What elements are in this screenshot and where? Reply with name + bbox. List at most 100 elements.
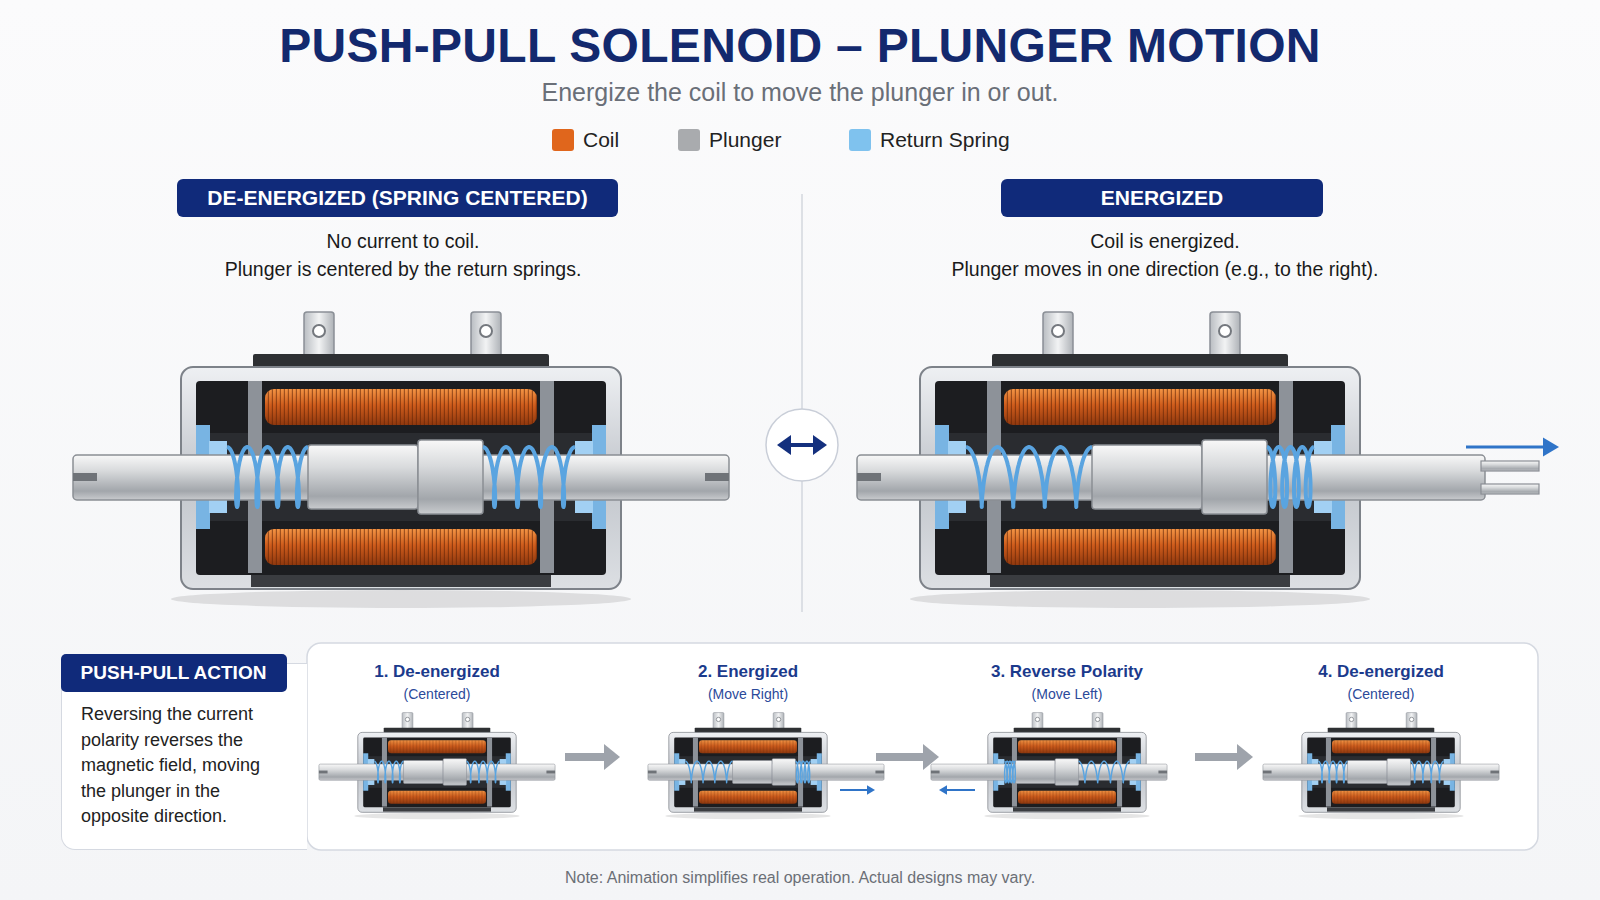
flow-arrow [1195, 744, 1253, 770]
bottom-plate [1013, 807, 1121, 811]
arrow-head [777, 435, 791, 455]
coil-winding [1004, 389, 1276, 425]
state-description: Plunger is centered by the return spring… [153, 257, 653, 281]
shaft-fork [1481, 461, 1539, 471]
top-plate [253, 354, 549, 368]
coil-texture [1332, 791, 1430, 804]
terminal-hole [716, 717, 720, 721]
step-node: 3. Reverse Polarity(Move Left) [939, 660, 1195, 830]
plunger-core [418, 440, 483, 514]
bottom-plate [990, 575, 1290, 587]
solenoid-illustration [73, 312, 729, 608]
page-title: PUSH-PULL SOLENOID – PLUNGER MOTION [0, 18, 1600, 73]
toggle-circle [766, 409, 838, 481]
bottom-plate [251, 575, 551, 587]
legend-swatch [849, 129, 871, 151]
step-title: 2. Energized [620, 662, 876, 682]
step-subtitle: (Move Left) [939, 685, 1195, 703]
bottom-plate [1327, 807, 1435, 811]
return-spring [1411, 761, 1444, 783]
coil-winding [1004, 529, 1276, 565]
top-plate [1328, 728, 1435, 733]
terminal-hole [1219, 325, 1231, 337]
legend-swatch [552, 129, 574, 151]
motion-arrow [840, 789, 867, 791]
terminal-hole [776, 717, 780, 721]
housing [920, 367, 1360, 589]
motion-arrow-head [867, 785, 875, 795]
arrow-head [923, 744, 939, 770]
terminal-hole [1052, 325, 1064, 337]
solenoid-illustration [857, 312, 1539, 608]
terminal-hole [480, 325, 492, 337]
shadow [1298, 813, 1464, 819]
coil-texture [265, 389, 537, 425]
flow-arrow [565, 744, 620, 770]
terminal-hole [405, 717, 409, 721]
heading-pill: PUSH-PULL ACTION [61, 654, 287, 692]
return-spring [1318, 761, 1347, 783]
solenoid-illustration [319, 713, 555, 820]
arrow-head [813, 435, 827, 455]
step-subtitle: (Move Right) [620, 685, 876, 703]
coil-winding [699, 740, 797, 753]
plunger-core [1348, 760, 1388, 783]
step-node: 2. Energized (Move Right) [620, 660, 876, 830]
top-plate [992, 354, 1288, 368]
plunger-core [308, 445, 418, 509]
body-text: Reversing the current polarity reverses … [81, 702, 286, 830]
return-spring [374, 761, 403, 783]
shaft-slot [546, 771, 555, 774]
return-spring [1004, 761, 1015, 783]
legend-label: Return Spring [880, 128, 1010, 152]
step-title: 1. De-energized [309, 662, 565, 682]
motion-arrow-head [939, 785, 947, 795]
return-spring [685, 761, 732, 783]
divider-line [801, 194, 803, 612]
plunger-core [404, 760, 444, 783]
terminal-hole [1035, 717, 1039, 721]
state-description: Plunger moves in one direction (e.g., to… [915, 257, 1415, 281]
return-spring [227, 447, 308, 507]
solenoid-illustration [931, 713, 1167, 820]
shaft-slot [931, 771, 940, 774]
shaft-fork [1481, 484, 1539, 494]
shaft-slot [1158, 771, 1167, 774]
housing [669, 732, 827, 812]
plunger-core [1092, 445, 1202, 509]
footnote: Note: Animation simplifies real operatio… [0, 869, 1600, 887]
arrow-head [1237, 744, 1253, 770]
coil-texture [1004, 389, 1276, 425]
coil-texture [388, 740, 486, 753]
heading-text: ENERGIZED [1001, 179, 1323, 217]
plunger-core [443, 759, 466, 786]
arrow-shaft [1195, 753, 1237, 761]
coil-winding [265, 529, 537, 565]
coil-texture [388, 791, 486, 804]
coil-texture [1004, 529, 1276, 565]
coil-texture [1332, 740, 1430, 753]
shaft-slot [648, 771, 657, 774]
state-heading-pill: DE-ENERGIZED (SPRING CENTERED) [177, 179, 618, 217]
terminal-hole [1409, 717, 1413, 721]
top-plate [695, 728, 802, 733]
solenoid-illustration [1263, 713, 1499, 820]
return-spring [966, 447, 1092, 507]
shaft-slot [875, 771, 884, 774]
terminal-hole [1095, 717, 1099, 721]
coil-texture [1018, 791, 1116, 804]
arrow-head [604, 744, 620, 770]
top-plate [1014, 728, 1121, 733]
double-arrow-shaft [788, 443, 816, 447]
top-plate [384, 728, 491, 733]
step-subtitle: (Centered) [309, 685, 565, 703]
return-spring [1079, 761, 1130, 783]
coil-texture [699, 740, 797, 753]
legend-label: Coil [583, 128, 619, 152]
coil-winding [388, 740, 486, 753]
return-spring [483, 447, 575, 507]
shaft-slot [1490, 771, 1499, 774]
solenoid-illustration [648, 713, 884, 820]
coil-winding [1018, 740, 1116, 753]
plunger-core [1055, 759, 1078, 786]
